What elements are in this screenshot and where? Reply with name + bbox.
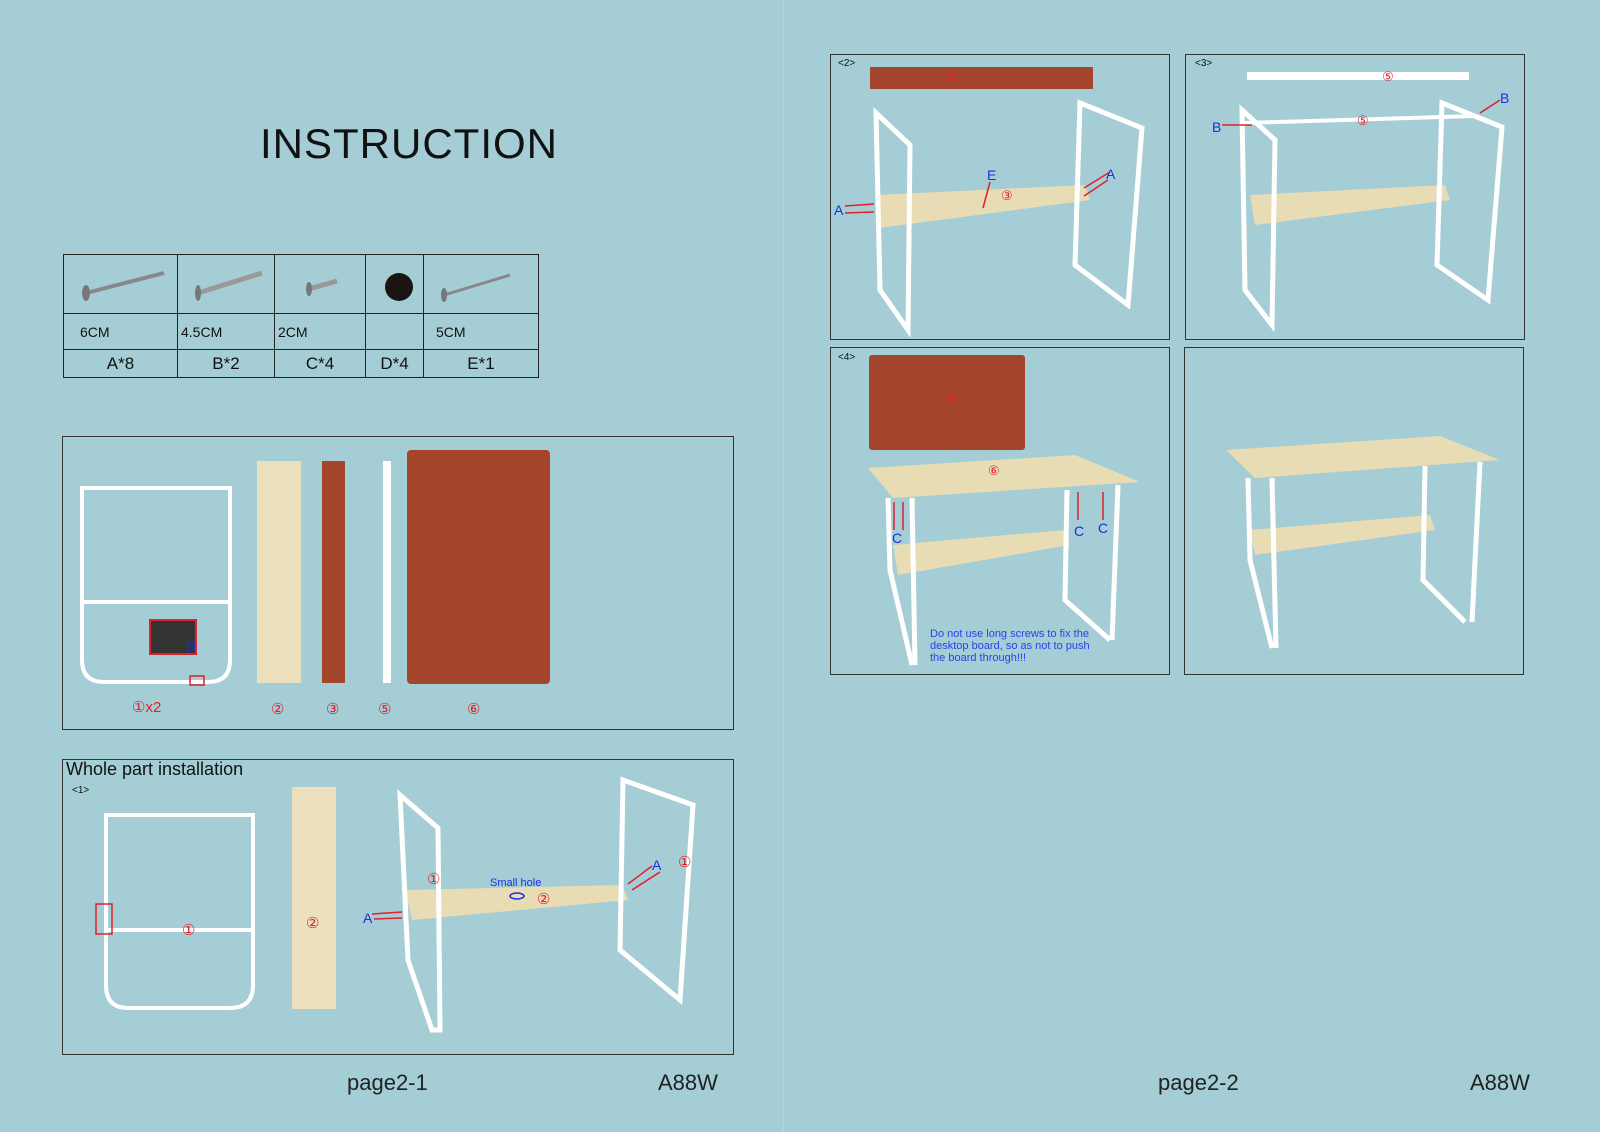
whole-installation-panel (62, 759, 734, 1055)
step-2-panel (830, 54, 1170, 340)
part-2-label: ② (306, 915, 320, 932)
screw-b-marker: B (1212, 119, 1222, 135)
page-title: INSTRUCTION (260, 120, 558, 167)
part-1-label: ① (182, 922, 196, 939)
screw-c-marker: C (1074, 523, 1085, 539)
part-5-label: ⑤ (378, 701, 392, 718)
cap-d-image (365, 254, 424, 314)
screw-a-marker: A (363, 910, 373, 926)
part-1-label: ① (427, 871, 441, 888)
step-2-label: <2> (838, 58, 856, 69)
step-3-panel (1185, 54, 1525, 340)
screw-e-image (423, 254, 539, 314)
small-hole-label: Small hole (490, 877, 542, 889)
qty-b: B*2 (177, 349, 275, 378)
hardware-table: 6CM 4.5CM 2CM 5CM A*8 B*2 C*4 D*4 E*1 (63, 254, 539, 378)
part-5-label: ⑤ (1382, 69, 1394, 84)
size-c: 2CM (274, 313, 366, 350)
step-3-label: <3> (1195, 58, 1213, 69)
model-right: A88W (1470, 1070, 1530, 1095)
screw-a-marker: A (652, 857, 662, 873)
part-d-label: D (186, 638, 197, 654)
final-panel (1184, 347, 1524, 675)
step-1-label: <1> (72, 785, 90, 796)
parts-drawing (80, 450, 550, 686)
screw-c-marker: C (1098, 520, 1109, 536)
step-4-panel (830, 347, 1170, 675)
page-divider (783, 0, 784, 1132)
screw-a-marker: A (834, 202, 844, 218)
step3-drawing (1222, 72, 1505, 333)
warning-note: Do not use long screws to fix the deskto… (930, 628, 1090, 664)
step2-drawing (844, 67, 1145, 338)
screw-b-marker: B (1500, 90, 1510, 106)
qty-c: C*4 (274, 349, 366, 378)
part-3-label: ③ (1001, 188, 1013, 203)
qty-a: A*8 (63, 349, 178, 378)
whole-installation-title: Whole part installation (66, 759, 244, 779)
model-left: A88W (658, 1070, 718, 1095)
screw-c-marker: C (892, 530, 903, 546)
step-4-label: <4> (838, 352, 856, 363)
whole-drawing (95, 776, 696, 1033)
size-b: 4.5CM (177, 313, 275, 350)
screw-a-marker: A (1106, 166, 1116, 182)
part-5-label: ⑤ (1357, 113, 1369, 128)
qty-e: E*1 (423, 349, 539, 378)
part-3-label: ③ (326, 701, 340, 718)
part-1-label: ① (678, 854, 692, 871)
screw-c-image (274, 254, 366, 314)
part-3-label: ③ (944, 70, 956, 85)
part-6-label: ⑥ (945, 392, 957, 407)
screw-a-image (63, 254, 178, 314)
final-drawing (1226, 436, 1500, 649)
screw-e-marker: E (987, 167, 997, 183)
part-1-label: ①x2 (132, 699, 162, 716)
part-2-label: ② (271, 701, 285, 718)
part-6-label: ⑥ (467, 701, 481, 718)
parts-panel (62, 436, 734, 730)
step4-drawing (868, 355, 1140, 666)
part-6-label: ⑥ (988, 463, 1000, 478)
part-2-label: ② (537, 891, 551, 908)
page-number-right: page2-2 (1158, 1070, 1239, 1095)
page-number-left: page2-1 (347, 1070, 428, 1095)
